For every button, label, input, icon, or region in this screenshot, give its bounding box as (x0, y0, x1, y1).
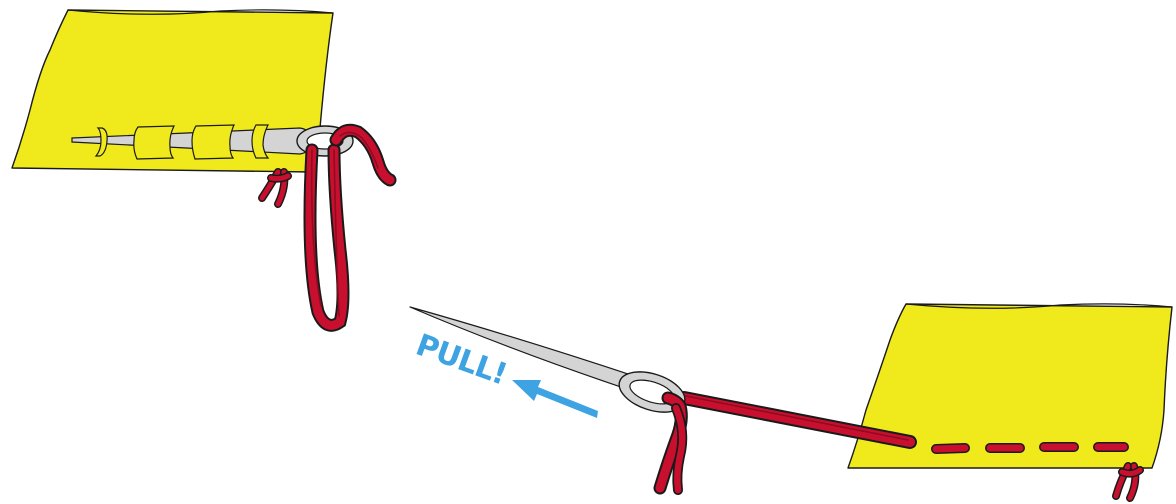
thread-knot-left (258, 168, 292, 208)
pull-arrow-icon (512, 380, 598, 418)
thread-tail-right (653, 391, 688, 495)
thread-pulled-right (677, 391, 917, 449)
thread-loop-left (303, 143, 350, 332)
thread-knot-right (1112, 462, 1144, 502)
thread-tail-left (329, 123, 397, 187)
running-stitches (931, 442, 1129, 454)
fabric-stitch-bumps (94, 124, 270, 160)
right-fabric-panel (409, 303, 1173, 502)
fabric-swatch-right (847, 303, 1173, 469)
left-fabric-panel (11, 9, 397, 332)
